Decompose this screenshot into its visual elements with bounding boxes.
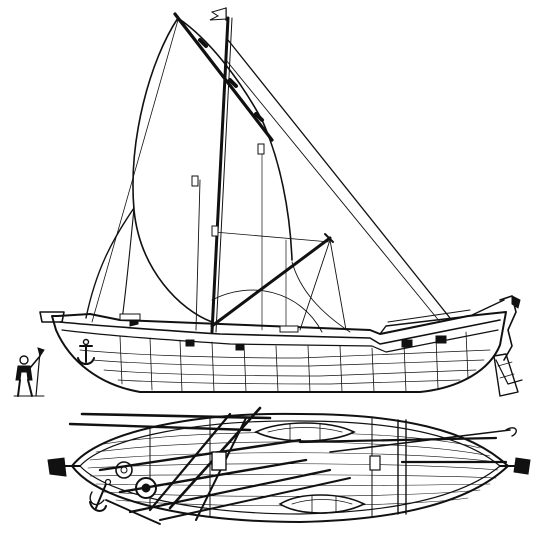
anchor-icon (77, 338, 95, 365)
hull (39, 295, 523, 393)
spars-on-deck (68, 406, 511, 525)
ship-side-view (39, 7, 523, 397)
boom (210, 233, 334, 328)
deck-anchor-icon (89, 478, 112, 512)
foresail (85, 207, 135, 321)
bow-fitting (47, 457, 105, 506)
ship-deck-plan (47, 406, 531, 525)
human-figure-icon (13, 347, 45, 397)
rudder (493, 353, 519, 397)
pennant-flag (209, 7, 227, 21)
lateen-sail (132, 12, 293, 323)
ships-boat-upper (254, 422, 356, 442)
ships-boat-lower (278, 494, 366, 514)
stern-fitting (499, 427, 531, 475)
rigging (91, 19, 451, 333)
